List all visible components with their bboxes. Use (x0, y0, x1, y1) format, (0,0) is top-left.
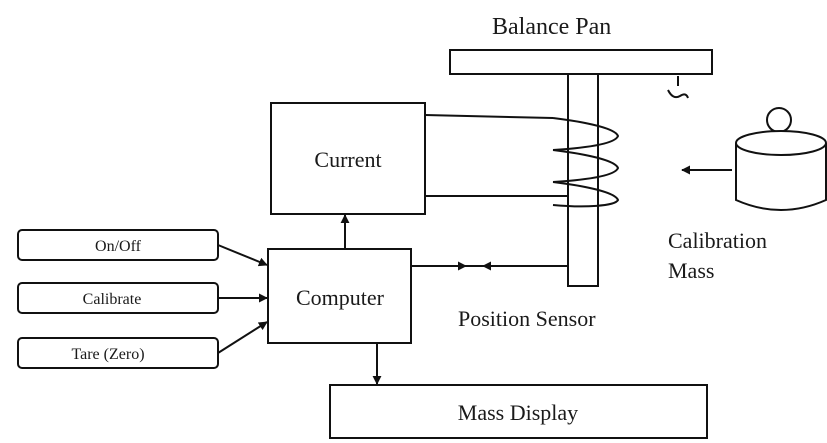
tare-label: Tare (Zero) (71, 346, 144, 363)
position-sensor-label: Position Sensor (458, 306, 596, 331)
pan-hook (667, 76, 689, 99)
calibration-mass-label-line2: Mass (668, 258, 714, 283)
coil (552, 117, 620, 208)
calibration-mass (735, 107, 827, 211)
current-label: Current (314, 147, 381, 172)
computer-box (267, 248, 412, 344)
on-off-arrow (217, 244, 268, 267)
mass-display-label: Mass Display (458, 400, 578, 425)
balance-pan (449, 49, 713, 75)
balance-pan-label: Balance Pan (492, 14, 611, 40)
tare-button[interactable]: Tare (Zero) (17, 337, 219, 369)
tare-arrow (217, 321, 268, 354)
calibrate-label: Calibrate (83, 291, 142, 308)
calibration-mass-label-line1: Calibration (668, 228, 767, 253)
coil-wire-top (424, 114, 554, 119)
computer-label: Computer (296, 285, 385, 310)
on-off-label: On/Off (95, 238, 142, 255)
mass-display-box (329, 384, 708, 439)
current-box (270, 102, 426, 215)
calibrate-button[interactable]: Calibrate (17, 282, 219, 314)
on-off-button[interactable]: On/Off (17, 229, 219, 261)
